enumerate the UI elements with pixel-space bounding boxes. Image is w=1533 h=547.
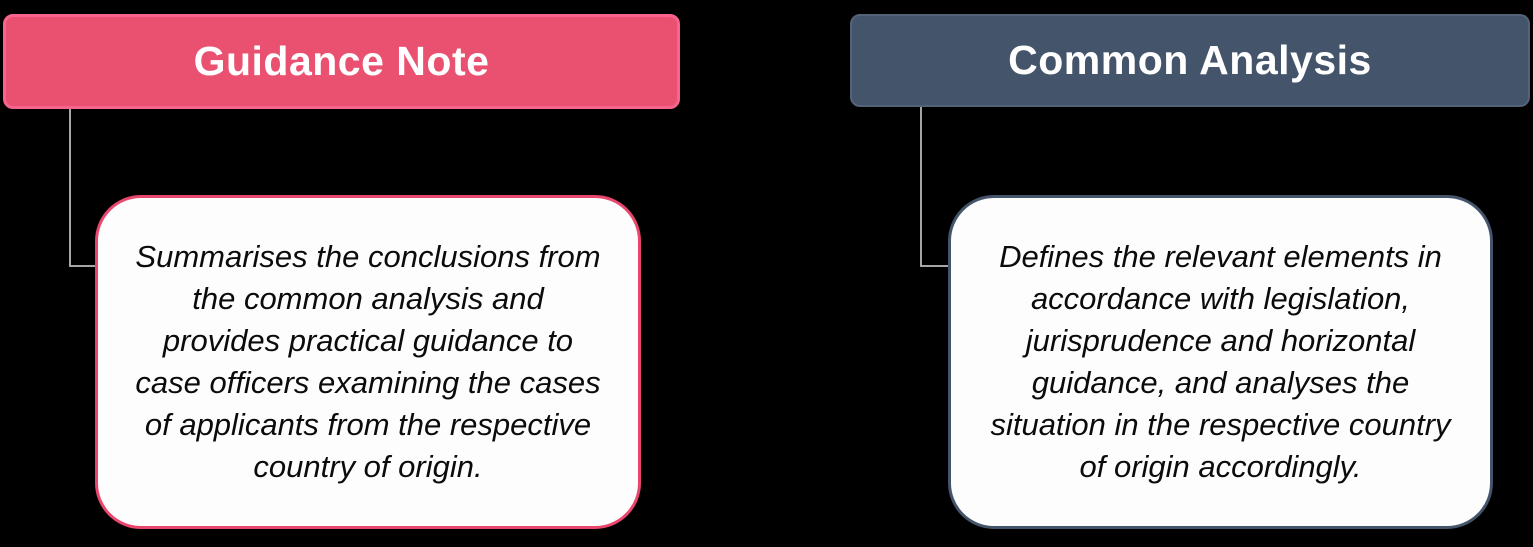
guidance-note-connector-horizontal bbox=[69, 265, 97, 267]
common-analysis-header-label: Common Analysis bbox=[1008, 37, 1372, 83]
guidance-note-header: Guidance Note bbox=[3, 14, 680, 109]
common-analysis-description-text: Defines the relevant elements in accorda… bbox=[990, 238, 1451, 485]
common-analysis-connector-horizontal bbox=[920, 265, 950, 267]
guidance-note-description-text: Summarises the conclusions from the comm… bbox=[135, 238, 601, 485]
common-analysis-description-box: Defines the relevant elements in accorda… bbox=[948, 195, 1493, 529]
common-analysis-connector-vertical bbox=[920, 107, 922, 267]
guidance-note-header-label: Guidance Note bbox=[193, 38, 490, 84]
guidance-note-description-box: Summarises the conclusions from the comm… bbox=[95, 195, 641, 529]
guidance-note-connector-vertical bbox=[69, 109, 71, 267]
common-analysis-header: Common Analysis bbox=[850, 14, 1530, 107]
